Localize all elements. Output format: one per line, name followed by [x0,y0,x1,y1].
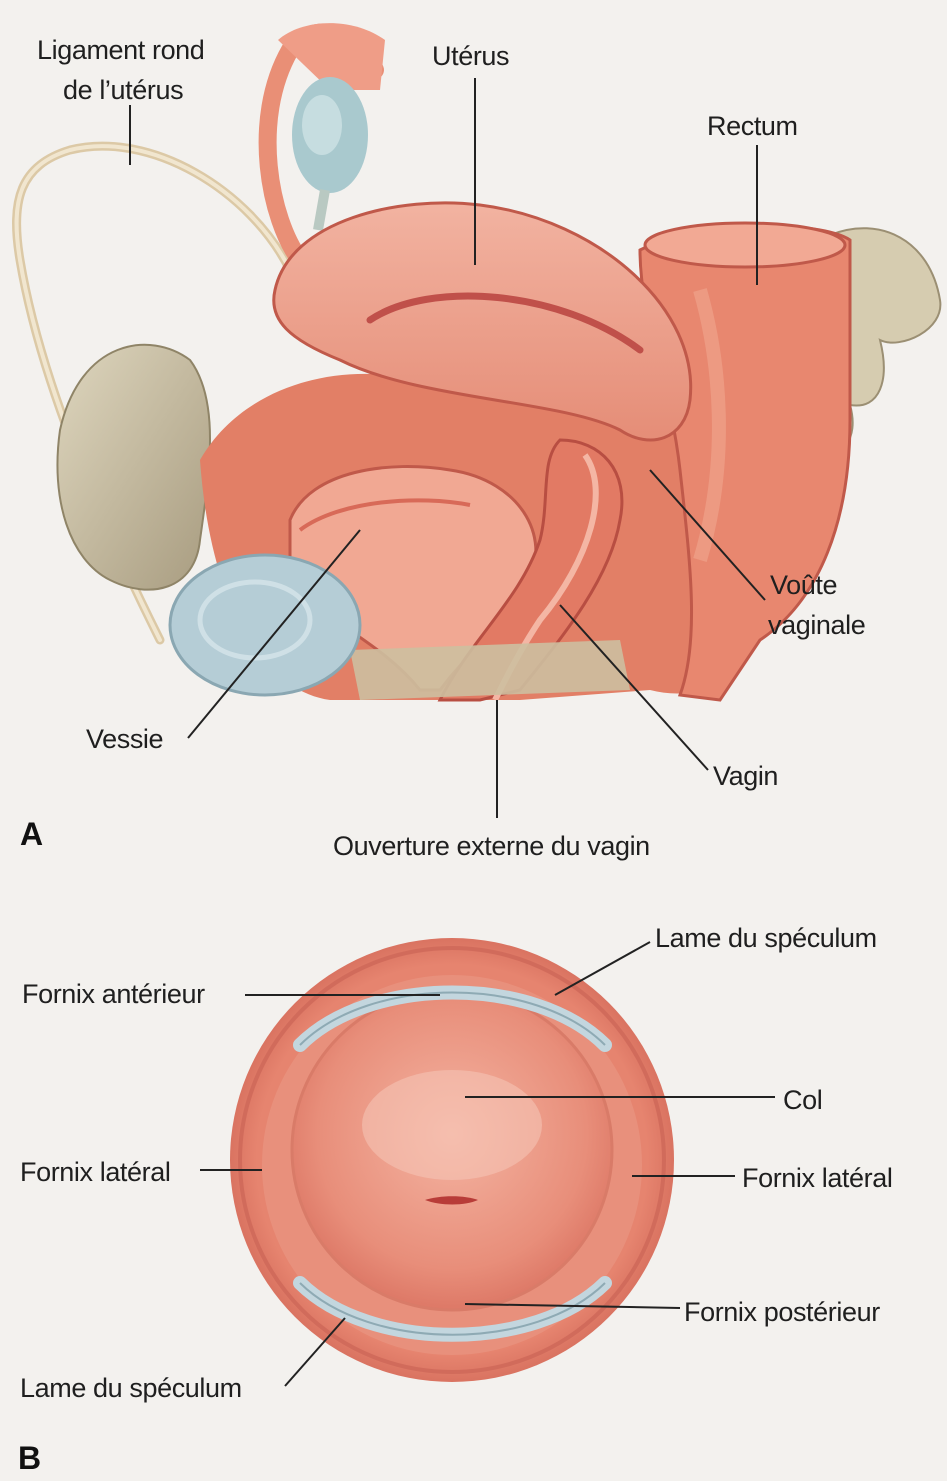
label-voute-line1: Voûte [770,565,837,605]
label-voute-line2: vaginale [768,605,865,645]
label-fornix-posterieur: Fornix postérieur [684,1292,880,1332]
label-fornix-lateral-right: Fornix latéral [742,1158,892,1198]
label-vagin: Vagin [713,756,778,796]
label-ligament-rond-line2: de l’utérus [63,70,183,110]
label-uterus: Utérus [432,36,509,76]
label-lame-speculum-bottom: Lame du spéculum [20,1368,242,1408]
panel-letter-b: B [18,1440,41,1477]
label-col: Col [783,1080,822,1120]
pubic-bone [57,345,210,590]
label-lame-speculum-top: Lame du spéculum [655,918,877,958]
label-ligament-rond-line1: Ligament rond [37,30,204,70]
label-rectum: Rectum [707,106,798,146]
panel-b-illustration [230,938,674,1382]
label-vessie: Vessie [86,719,163,759]
label-ouverture-externe: Ouverture externe du vagin [333,826,650,866]
panel-letter-a: A [20,816,43,853]
label-fornix-lateral-left: Fornix latéral [20,1152,170,1192]
label-fornix-anterieur: Fornix antérieur [22,974,205,1014]
